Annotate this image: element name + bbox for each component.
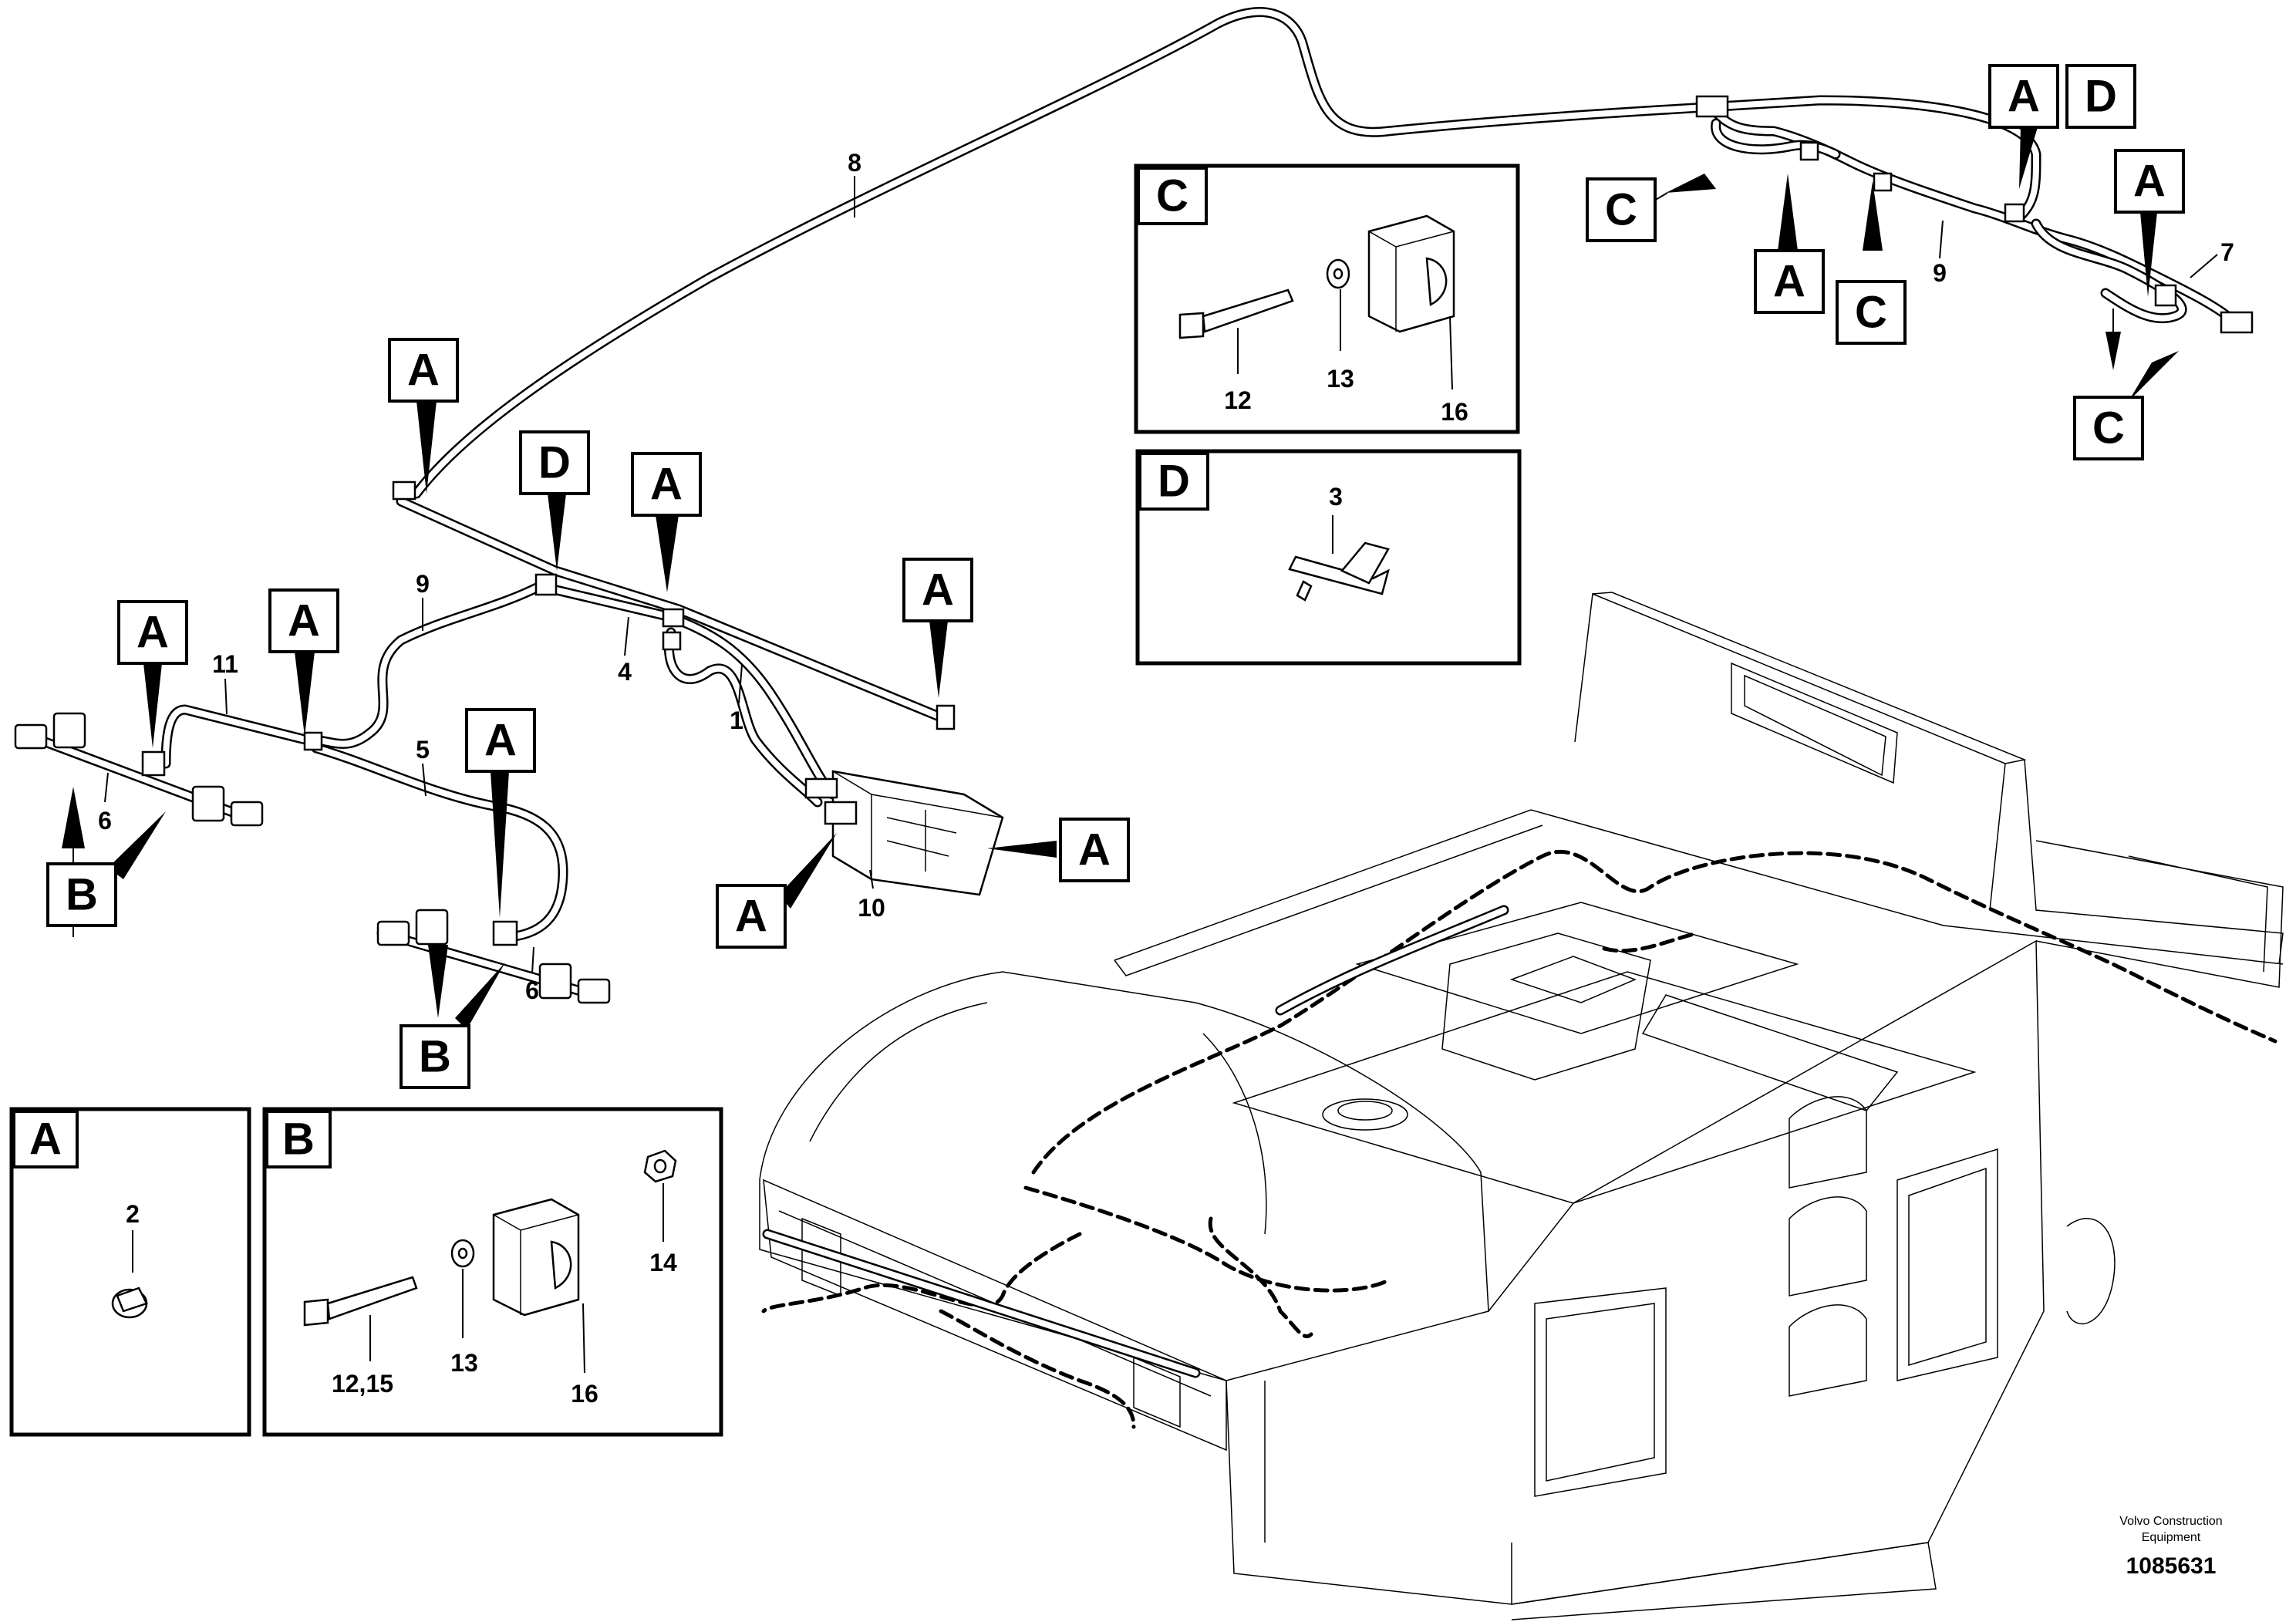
- callout-a5: A: [117, 600, 188, 665]
- callout-a9: A: [1988, 64, 2059, 129]
- hose-label-9-left: 9: [416, 570, 430, 598]
- callout-c1: C: [1586, 177, 1657, 242]
- detail-b-label-14: 14: [649, 1249, 677, 1276]
- hose-number-labels: 8 9 11 4 1 5 6 6 10 9 7: [98, 149, 2234, 1004]
- detail-view-c: C 12 13 16: [1134, 164, 1520, 434]
- detail-b-label-12-15: 12,15: [332, 1370, 393, 1398]
- svg-text:A: A: [288, 596, 320, 646]
- callout-a2: A: [631, 452, 702, 517]
- callout-a6: A: [465, 708, 536, 773]
- exploded-hose-assembly: [14, 7, 2254, 1004]
- hose-label-9-right: 9: [1933, 259, 1947, 287]
- drawing-number: 1085631: [2126, 1553, 2217, 1579]
- detail-b-label-16: 16: [571, 1380, 598, 1408]
- callout-a10: A: [2114, 149, 2185, 214]
- machine-body: [759, 592, 2284, 1620]
- company-name-line1: Volvo Construction: [2119, 1515, 2222, 1528]
- callout-d1: D: [519, 430, 590, 495]
- detail-c-label-13: 13: [1327, 365, 1354, 393]
- callout-b1: B: [46, 862, 117, 927]
- detail-view-d: D 3: [1135, 449, 1522, 666]
- detail-view-b: B 12,15 13 16 14: [262, 1107, 723, 1437]
- hose-label-6-left: 6: [98, 807, 112, 835]
- callout-a1: A: [388, 338, 459, 403]
- callout-arrows: [62, 127, 2179, 1030]
- hose-label-6-mid: 6: [525, 976, 539, 1004]
- installed-hose-solid: [762, 905, 1509, 1378]
- callout-a11: A: [1754, 249, 1825, 314]
- svg-text:A: A: [650, 460, 683, 510]
- hose-label-5: 5: [416, 736, 430, 764]
- callout-a3: A: [902, 558, 973, 622]
- svg-text:A: A: [2008, 72, 2040, 122]
- svg-text:C: C: [1855, 288, 1887, 338]
- detail-d-title: D: [1158, 457, 1190, 507]
- callout-a4: A: [268, 588, 339, 653]
- hose-label-4: 4: [618, 658, 632, 686]
- svg-text:B: B: [419, 1032, 451, 1082]
- callout-letters: A D A A A A A A A B B A D A C A C C: [46, 64, 2185, 1089]
- svg-text:C: C: [1605, 185, 1637, 235]
- svg-text:D: D: [2085, 72, 2117, 122]
- svg-text:A: A: [407, 346, 440, 396]
- detail-a-label-2: 2: [126, 1200, 140, 1228]
- hose-leaders: [104, 176, 2218, 974]
- hose-label-11: 11: [212, 650, 238, 678]
- svg-text:A: A: [1078, 825, 1111, 875]
- callout-c2: C: [1836, 280, 1907, 345]
- detail-d-label-3: 3: [1329, 483, 1343, 511]
- svg-text:A: A: [1773, 257, 1805, 307]
- svg-text:B: B: [66, 870, 98, 920]
- detail-c-label-12: 12: [1224, 386, 1252, 414]
- hose-label-1: 1: [730, 706, 743, 734]
- svg-text:A: A: [735, 892, 767, 942]
- detail-c-label-16: 16: [1441, 398, 1468, 426]
- svg-text:D: D: [538, 438, 571, 488]
- svg-text:A: A: [922, 565, 954, 615]
- svg-text:A: A: [2133, 157, 2166, 207]
- hose-label-8: 8: [848, 149, 861, 177]
- callout-b2: B: [400, 1024, 470, 1089]
- detail-b-title: B: [282, 1114, 315, 1165]
- callout-c3: C: [2073, 396, 2144, 460]
- installed-hose-routing: [761, 849, 2277, 1429]
- callout-a7: A: [716, 884, 787, 949]
- hose-label-7: 7: [2220, 238, 2234, 266]
- detail-a-title: A: [29, 1114, 62, 1165]
- detail-c-title: C: [1156, 171, 1188, 221]
- callout-leaders: [72, 192, 2114, 937]
- detail-view-a: A 2: [9, 1107, 251, 1437]
- detail-b-label-13: 13: [450, 1349, 478, 1377]
- footer: Volvo Construction Equipment 1085631: [2119, 1515, 2222, 1579]
- hose-label-10: 10: [858, 894, 885, 922]
- company-name-line2: Equipment: [2142, 1531, 2201, 1544]
- callout-d2: D: [2065, 64, 2136, 129]
- svg-text:C: C: [2092, 403, 2125, 454]
- callout-a8: A: [1059, 818, 1130, 882]
- svg-text:A: A: [484, 716, 517, 766]
- svg-text:A: A: [137, 608, 169, 658]
